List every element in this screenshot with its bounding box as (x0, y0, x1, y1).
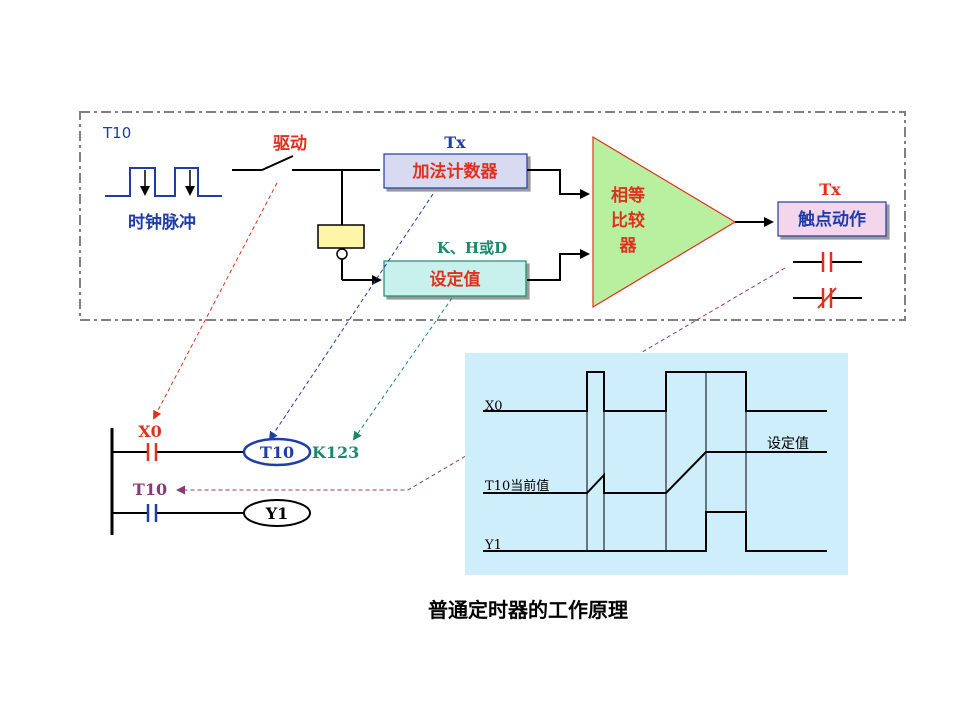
reset-invert-bubble (336, 248, 348, 260)
drive-to-x0-mapping-arrow (153, 182, 278, 420)
contact-label: 触点动作 (797, 209, 866, 230)
normally-closed-contact-symbol (793, 287, 862, 309)
preset-to-constant-mapping-arrow (352, 297, 453, 441)
drive-switch-blade (261, 155, 294, 171)
pulse-name: T10 (102, 124, 131, 142)
rung2-contact-label: T10 (133, 480, 167, 499)
block-diagram-frame (79, 111, 906, 321)
rung1-contact-label: X0 (138, 422, 162, 441)
counter-to-coil-mapping-arrow (268, 193, 434, 441)
timing-y1-label: Y1 (484, 538, 502, 553)
timing-preset-label: 设定值 (767, 436, 809, 452)
counter-tag: Tx (444, 133, 466, 152)
reset-block (317, 224, 365, 249)
contact-box (777, 201, 887, 237)
timing-current-label: T10当前值 (485, 478, 549, 494)
timing-panel (465, 353, 848, 575)
pulse-label: 时钟脉冲 (128, 212, 196, 233)
counter-label: 加法计数器 (412, 161, 499, 182)
contact-tag: Tx (819, 180, 841, 199)
clock-pulse-wave (105, 167, 222, 197)
output-coil (243, 499, 311, 527)
normally-open-contact-symbol (793, 252, 862, 272)
y1-waveform (483, 511, 827, 552)
output-coil-label: Y1 (265, 504, 289, 523)
comparator-label-line3: 器 (619, 236, 638, 256)
drive-label: 驱动 (273, 134, 307, 154)
timer-coil-label: T10 (260, 443, 294, 462)
comparator-triangle (592, 135, 737, 309)
preset-box (383, 260, 527, 297)
counter-to-comparator-arrow (527, 169, 590, 199)
timer-constant: K123 (312, 443, 359, 462)
comparator-label-line2: 比较 (611, 210, 645, 231)
contact-to-t10-mapping-arrow (176, 267, 786, 495)
preset-to-comparator-arrow (527, 249, 590, 281)
preset-label: 设定值 (430, 269, 481, 290)
caption: 普通定时器的工作原理 (428, 598, 628, 622)
timer-coil (242, 437, 312, 467)
preset-source: K、H或D (437, 239, 507, 257)
comparator-label-line1: 相等 (611, 185, 645, 206)
